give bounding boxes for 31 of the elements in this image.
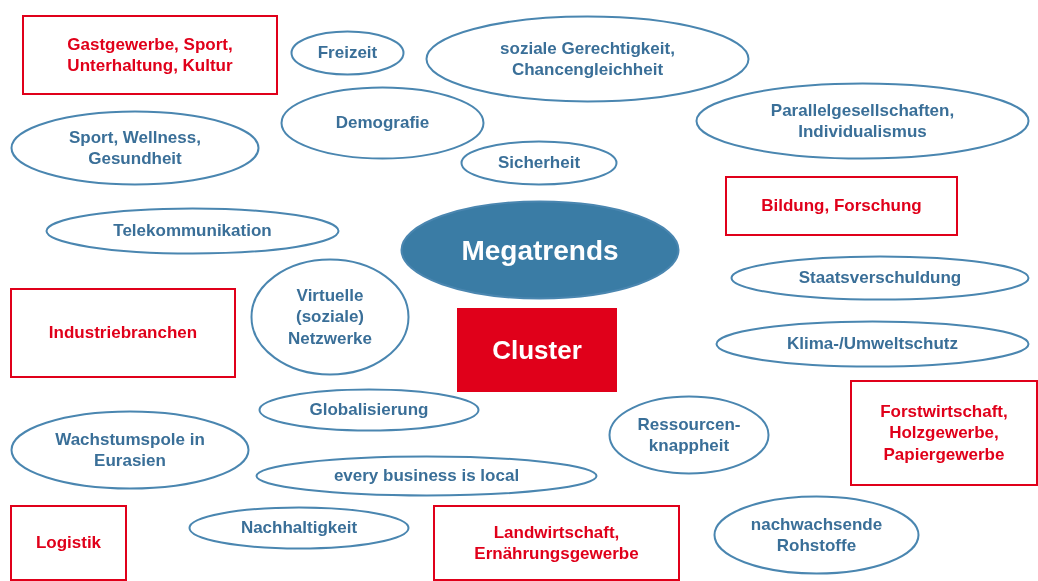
topic-label: Nachhaltigkeit xyxy=(240,517,358,539)
central-label: Cluster xyxy=(492,333,582,367)
topic-label: nachwachsende Rohstoffe xyxy=(749,513,884,557)
topic-label: every business is local xyxy=(333,465,520,487)
topic-label: Wachstumspole in Eurasien xyxy=(54,428,206,472)
topic-label: Globalisierung xyxy=(309,399,429,421)
central-label: Megatrends xyxy=(461,233,619,268)
category-box xyxy=(10,505,127,581)
topic-label: Telekommunikation xyxy=(113,220,272,242)
topic-label: Landwirtschaft, Ernährungsgewerbe xyxy=(473,521,640,565)
topic-label: Bildung, Forschung xyxy=(761,195,922,217)
topic-label: soziale Gerechtigkeit, Chancengleichheit xyxy=(499,37,676,81)
topic-label: Virtuelle (soziale) Netzwerke xyxy=(286,285,374,349)
topic-label: Parallelgesellschaften, Individualismus xyxy=(769,99,956,143)
category-box xyxy=(850,380,1038,486)
topic-label: Forstwirtschaft, Holzgewerbe, Papiergewerbe xyxy=(879,401,1009,465)
topic-label: Sicherheit xyxy=(497,152,581,174)
category-box xyxy=(433,505,680,581)
topic-label: Logistik xyxy=(35,532,102,554)
category-box xyxy=(10,288,236,378)
topic-label: Freizeit xyxy=(317,42,378,64)
category-box xyxy=(725,176,958,236)
central-box xyxy=(457,308,617,392)
topic-label: Sport, Wellness, Gesundheit xyxy=(68,126,202,170)
topic-label: Gastgewerbe, Sport, Unterhaltung, Kultur xyxy=(66,33,234,77)
topic-label: Demografie xyxy=(335,112,430,134)
category-box xyxy=(22,15,278,95)
topic-label: Klima-/Umweltschutz xyxy=(787,333,958,355)
topic-label: Industriebranchen xyxy=(48,322,198,344)
topic-label: Ressourcen- knappheit xyxy=(636,413,742,457)
topic-label: Staatsverschuldung xyxy=(798,267,962,289)
